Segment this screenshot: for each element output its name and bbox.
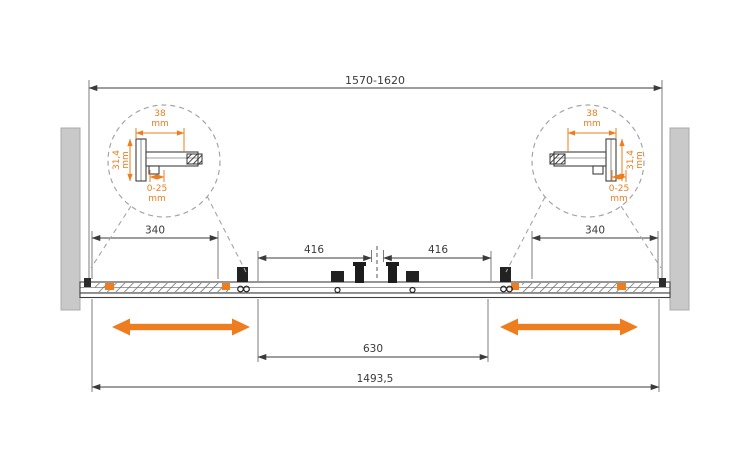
detail-dimensions-right: 38 mm 31,4 mm 0-25 mm <box>567 109 645 204</box>
detail-callout-right: 38 mm 31,4 mm 0-25 mm <box>505 104 662 273</box>
fixed-panel-hatch-right <box>522 283 655 292</box>
dimension-label-416-right: 416 <box>428 244 448 256</box>
detail-adjust-unit: mm <box>148 194 166 204</box>
roller-body-right <box>500 267 511 282</box>
wall-right <box>669 127 690 311</box>
dimension-label-overall: 1570-1620 <box>345 74 405 87</box>
orange-fitting-far-right <box>617 283 626 290</box>
dimension-340-left: 340 <box>91 225 219 279</box>
roller-carriage-left <box>237 267 250 293</box>
detail-height-unit: mm <box>635 151 645 169</box>
clamp-wheel <box>409 286 416 294</box>
dimension-label-340-right: 340 <box>585 225 605 237</box>
adjust-foot <box>148 165 160 175</box>
leader-line <box>620 205 662 269</box>
roller-body-left <box>237 267 248 282</box>
gasket-block <box>549 153 566 165</box>
fixed-panel-hatch-left <box>95 283 228 292</box>
leader-line <box>206 195 247 273</box>
detail-callout-left: 38 mm 31,4 mm 0-25 mm <box>90 104 247 273</box>
detail-adjust-unit: mm <box>610 194 628 204</box>
wall-bracket-left <box>84 278 91 287</box>
arrow-head-right-icon <box>232 318 250 336</box>
detail-height-unit: mm <box>121 151 131 169</box>
orange-fitting-right <box>511 283 519 290</box>
gasket-block <box>186 153 203 165</box>
detail-width-value: 38 <box>586 109 598 119</box>
clamp-wheel <box>334 286 341 294</box>
slide-arrow-left <box>112 318 250 336</box>
roller-wheel <box>506 285 513 293</box>
dimension-416-right: 416 <box>383 244 492 281</box>
leader-line <box>505 196 546 273</box>
track-assembly <box>79 246 671 299</box>
adjust-foot <box>592 165 604 175</box>
detail-adjust-value: 0-25 <box>609 184 629 194</box>
detail-height-value: 31,4 <box>112 150 122 170</box>
profile-section-right <box>549 138 617 182</box>
arrow-head-right-icon <box>620 318 638 336</box>
center-hardware <box>331 246 419 294</box>
dimension-label-630: 630 <box>363 343 383 355</box>
center-knob-left <box>355 264 364 283</box>
detail-width-unit: mm <box>151 119 169 129</box>
orange-fitting-left <box>222 283 230 290</box>
arrow-shaft <box>130 323 232 331</box>
detail-width-unit: mm <box>583 119 601 129</box>
detail-dimensions-left: 38 mm 31,4 mm 0-25 mm <box>112 109 185 204</box>
orange-fitting-far-left <box>105 283 114 290</box>
glass-clamp-left <box>331 271 344 282</box>
dimension-340-right: 340 <box>531 225 659 279</box>
center-knob-right-cap <box>386 262 399 266</box>
roller-wheel <box>243 285 250 293</box>
center-knob-right <box>388 264 397 283</box>
arrow-head-left-icon <box>112 318 130 336</box>
roller-carriage-right <box>500 267 513 293</box>
wall-left <box>60 127 81 311</box>
dimension-label-total: 1493,5 <box>357 373 394 385</box>
detail-width-value: 38 <box>154 109 166 119</box>
leader-line <box>90 205 132 269</box>
track-rail-lower <box>79 292 671 299</box>
dimension-630: 630 <box>257 299 489 362</box>
slide-arrow-right <box>500 318 638 336</box>
dimension-416-left: 416 <box>257 244 372 281</box>
wall-bracket-right <box>659 278 666 287</box>
dimension-label-416-left: 416 <box>304 244 324 256</box>
arrow-shaft <box>518 323 620 331</box>
arrow-head-left-icon <box>500 318 518 336</box>
glass-clamp-right <box>406 271 419 282</box>
detail-height-value: 31,4 <box>626 150 636 170</box>
profile-section-left <box>135 138 203 182</box>
center-knob-left-cap <box>353 262 366 266</box>
dimension-overall: 1570-1620 <box>88 74 663 278</box>
detail-adjust-value: 0-25 <box>147 184 167 194</box>
dimension-label-340-left: 340 <box>145 225 165 237</box>
dimension-total: 1493,5 <box>91 299 660 392</box>
